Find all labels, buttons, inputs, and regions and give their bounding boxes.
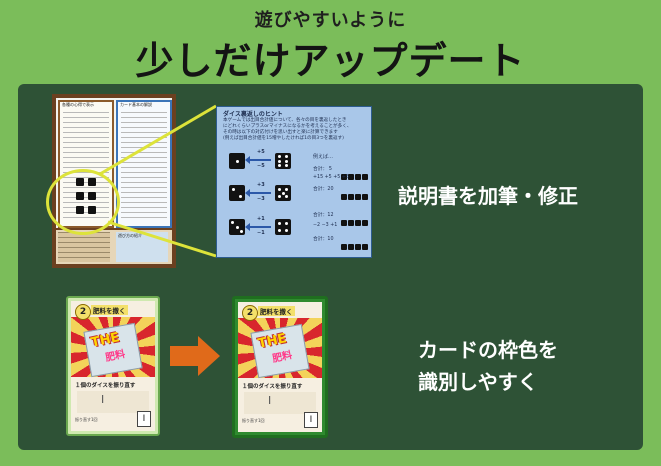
manual-bottom-page: 遊び方の紹介 <box>56 230 172 264</box>
card-note: 振り直す1回 <box>242 418 265 423</box>
sum-dice-row <box>341 165 369 180</box>
sum-line: +15 +5 +5 +5 <box>313 175 349 180</box>
sum-line: 合計：10 <box>313 237 334 242</box>
flip-arrow <box>245 156 271 164</box>
content-board: 各種の心得で表示 カード基本の解説 遊び方の紹介 ダイス裏返し <box>18 84 643 450</box>
sum-line: 合計：12 <box>313 213 334 218</box>
delta-label: −5 <box>257 163 265 169</box>
card-name: 肥料を撒く <box>91 305 128 315</box>
card-before: THE 肥料 2 肥料を撒く １個のダイスを振り直す Ⅰ 振り直す1回 Ⅰ <box>66 296 160 436</box>
delta-label: −1 <box>257 230 265 236</box>
die-one <box>229 153 245 169</box>
card-after: THE 肥料 2 肥料を撒く １個のダイスを振り直す Ⅰ 振り直す1回 Ⅰ <box>232 296 328 438</box>
sum-line: 合計： 5 <box>313 167 332 172</box>
right-arrow-icon <box>170 336 220 376</box>
die-six <box>275 153 291 169</box>
card-roman-numeral: Ⅰ <box>101 393 105 406</box>
card-count: Ⅰ <box>304 412 318 428</box>
card-count: Ⅰ <box>137 411 151 427</box>
manual-right-heading: カード基本の解説 <box>120 102 152 107</box>
die-two <box>229 185 245 201</box>
delta-label: +1 <box>257 216 265 222</box>
hint-line: (例えば出目合計値を15増やしたければ1の目3つを裏返す) <box>223 136 344 141</box>
card-face: THE 肥料 2 肥料を撒く １個のダイスを振り直す Ⅰ 振り直す1回 Ⅰ <box>238 302 322 432</box>
die-five <box>275 185 291 201</box>
card-effect-box <box>244 392 316 414</box>
card-cost: 2 <box>242 305 258 321</box>
card-effect: １個のダイスを振り直す <box>242 384 303 390</box>
card-cost: 2 <box>75 304 91 320</box>
delta-label: −3 <box>257 196 265 202</box>
hint-line: 本ゲームでは出目合計値について、各々の目を裏返したとき <box>223 118 347 123</box>
manual-right-column: カード基本の解説 <box>116 100 172 228</box>
card-face: THE 肥料 2 肥料を撒く １個のダイスを振り直す Ⅰ 振り直す1回 Ⅰ <box>71 301 155 431</box>
card-update-line-2: 識別しやすく <box>418 370 538 394</box>
zoom-highlight-circle <box>46 169 120 235</box>
dice-hint-panel: ダイス裏返しのヒント 本ゲームでは出目合計値について、各々の目を裏返したとき に… <box>216 106 372 258</box>
card-update-line-1: カードの枠色を <box>418 338 558 362</box>
flip-arrow <box>245 223 271 231</box>
card-update-text: カードの枠色を 識別しやすく <box>418 334 558 398</box>
card-effect: １個のダイスを振り直す <box>75 383 136 389</box>
hint-line: その時は以下の対応付けを思い出すと楽に計算できます <box>223 130 338 135</box>
card-roman-numeral: Ⅰ <box>268 394 272 407</box>
sum-line: −2 −3 +1 <box>313 223 338 228</box>
card-name: 肥料を撒く <box>258 306 295 316</box>
sum-dice-row <box>341 185 369 200</box>
delta-label: +3 <box>257 182 265 188</box>
card-note: 振り直す1回 <box>75 417 98 422</box>
header-title: 少しだけアップデート <box>135 39 526 83</box>
sum-dice-row <box>341 235 369 250</box>
die-three <box>229 219 245 235</box>
sum-line: 合計：20 <box>313 187 334 192</box>
sum-dice-row <box>341 211 369 226</box>
header: 遊びやすいように 少しだけアップデート <box>0 0 661 84</box>
hint-line: にどれくらいプラスorマイナスになるかを考えることが多く、 <box>223 124 352 129</box>
delta-label: +5 <box>257 149 265 155</box>
hint-title: ダイス裏返しのヒント <box>223 111 283 118</box>
flip-arrow <box>245 189 271 197</box>
header-subtitle: 遊びやすいように <box>254 10 407 31</box>
card-effect-box <box>77 391 149 413</box>
manual-text-lines <box>121 112 167 222</box>
example-label: 例えば… <box>313 154 334 160</box>
manual-left-heading: 各種の心得で表示 <box>62 102 94 107</box>
manual-bottom-right-heading: 遊び方の紹介 <box>118 233 142 238</box>
zoom-connector-lines <box>99 104 217 258</box>
die-four <box>275 219 291 235</box>
manual-bottom-left <box>58 232 110 262</box>
manual-update-text: 説明書を加筆・修正 <box>398 184 578 208</box>
